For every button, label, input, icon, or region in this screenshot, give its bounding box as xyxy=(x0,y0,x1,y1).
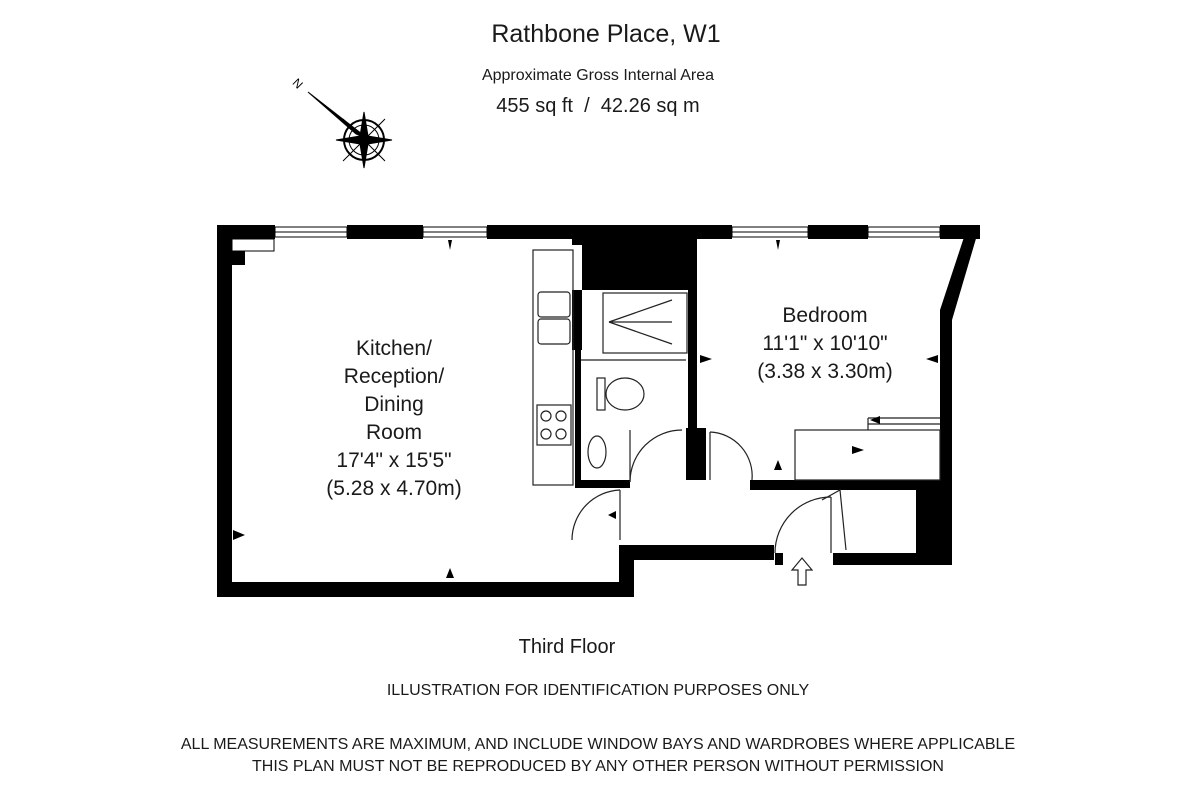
measurement-note: ALL MEASUREMENTS ARE MAXIMUM, AND INCLUD… xyxy=(180,736,1016,753)
compass-north-letter: N xyxy=(290,76,306,92)
bathroom-fixtures xyxy=(581,292,688,469)
kitchen-name-line: Dining xyxy=(364,393,424,416)
kitchen-name-line: Kitchen/ xyxy=(356,337,432,360)
kitchen-units xyxy=(532,249,574,486)
bedroom-name-line: Bedroom xyxy=(782,304,868,327)
floor-label: Third Floor xyxy=(518,636,616,658)
door-swings xyxy=(571,417,941,554)
kitchen-name-line: Reception/ xyxy=(343,365,445,388)
windows xyxy=(231,226,941,252)
area-value: 455 sq ft / 42.26 sq m xyxy=(496,95,700,117)
kitchen-dimensions-metric: (5.28 x 4.70m) xyxy=(326,477,462,500)
bedroom-dimensions-metric: (3.38 x 3.30m) xyxy=(757,360,893,383)
bedroom-room-label: Bedroom 11'1" x 10'10" (3.38 x 3.30m) xyxy=(757,302,892,386)
measurement-arrows xyxy=(233,240,938,578)
copyright-note: THIS PLAN MUST NOT BE REPRODUCED BY ANY … xyxy=(252,758,944,775)
plan-title: Rathbone Place, W1 xyxy=(491,20,721,48)
disclaimer-text: ILLUSTRATION FOR IDENTIFICATION PURPOSES… xyxy=(386,682,810,699)
area-label: Approximate Gross Internal Area xyxy=(481,67,715,84)
kitchen-dimensions-imperial: 17'4" x 15'5" xyxy=(336,449,452,472)
kitchen-room-label: Kitchen/ Reception/ Dining Room 17'4" x … xyxy=(326,335,461,503)
bedroom-dimensions-imperial: 11'1" x 10'10" xyxy=(762,332,888,355)
kitchen-name-line: Room xyxy=(365,421,423,444)
entrance-arrow-icon xyxy=(790,557,814,586)
compass-rose-icon xyxy=(307,91,393,169)
walls xyxy=(217,225,980,597)
